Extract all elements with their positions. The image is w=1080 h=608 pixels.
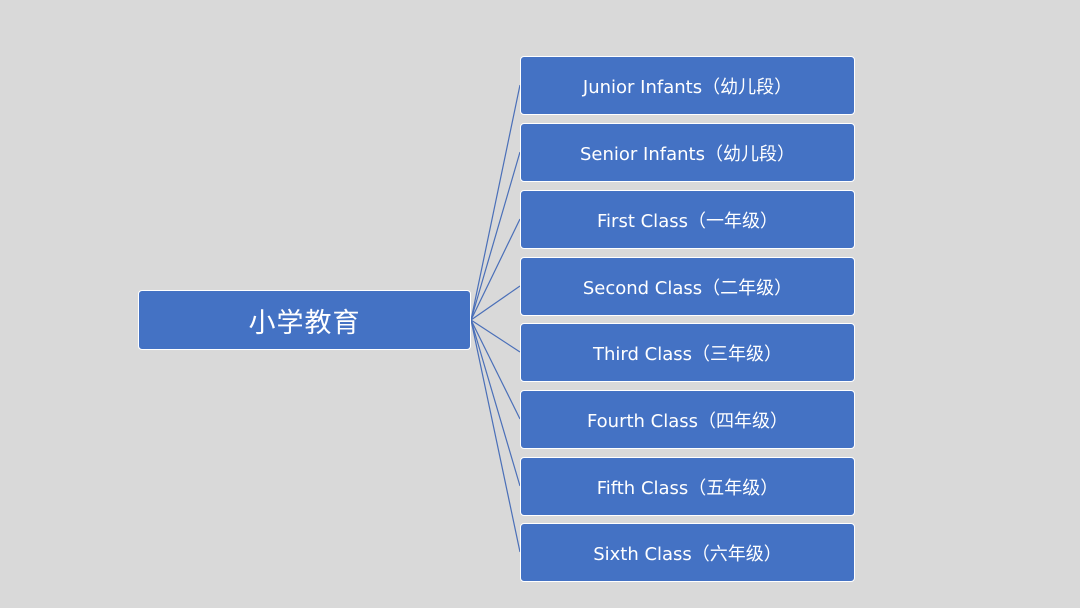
- connector-line-senior-infants: [470, 151, 521, 321]
- root-node-label: 小学教育: [248, 307, 361, 339]
- child-node-fifth-class[interactable]: Fifth Class（五年级）: [520, 457, 855, 516]
- root-node-primary-education[interactable]: 小学教育: [138, 290, 471, 350]
- child-node-senior-infants[interactable]: Senior Infants（幼儿段）: [520, 123, 855, 182]
- connector-line-second-class: [470, 285, 521, 321]
- child-node-label: Junior Infants（幼儿段）: [582, 76, 793, 98]
- child-node-second-class[interactable]: Second Class（二年级）: [520, 257, 855, 316]
- child-node-label: Third Class（三年级）: [593, 343, 782, 365]
- child-node-label: Senior Infants（幼儿段）: [580, 143, 795, 165]
- child-node-label: Fifth Class（五年级）: [596, 477, 779, 499]
- child-node-label: First Class（一年级）: [597, 210, 778, 232]
- child-node-label: Fourth Class（四年级）: [586, 410, 789, 432]
- child-node-sixth-class[interactable]: Sixth Class（六年级）: [520, 523, 855, 582]
- child-node-junior-infants[interactable]: Junior Infants（幼儿段）: [520, 56, 855, 115]
- child-node-label: Sixth Class（六年级）: [593, 543, 782, 565]
- child-node-fourth-class[interactable]: Fourth Class（四年级）: [520, 390, 855, 449]
- child-node-third-class[interactable]: Third Class（三年级）: [520, 323, 855, 382]
- connector-line-fifth-class: [470, 319, 521, 487]
- connector-line-first-class: [470, 218, 521, 321]
- connector-line-junior-infants: [470, 84, 521, 321]
- connector-line-sixth-class: [470, 319, 521, 553]
- child-node-label: Second Class（二年级）: [582, 277, 793, 299]
- connector-line-fourth-class: [470, 319, 521, 420]
- connector-line-third-class: [470, 319, 521, 353]
- child-node-first-class[interactable]: First Class（一年级）: [520, 190, 855, 249]
